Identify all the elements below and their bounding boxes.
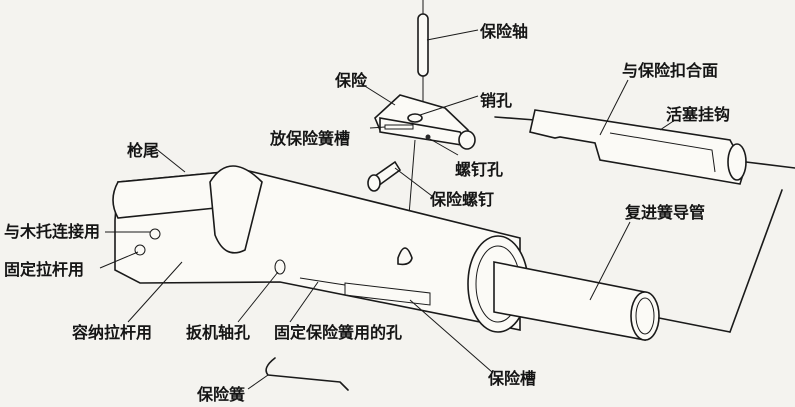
label-piston-hook: 活塞挂钩 bbox=[666, 105, 730, 124]
label-safety-mating-face: 与保险扣合面 bbox=[622, 61, 718, 80]
receiver-body bbox=[99, 147, 529, 373]
label-trigger-axis-hole: 扳机轴孔 bbox=[186, 323, 250, 342]
recoil-spring-guide-part bbox=[493, 189, 783, 341]
label-safety: 保险 bbox=[334, 71, 368, 90]
safety-spring-part bbox=[247, 357, 349, 391]
label-stock-connection: 与木托连接用 bbox=[4, 222, 100, 241]
label-safety-spring-slot: 放保险簧槽 bbox=[269, 129, 350, 148]
label-screw-hole: 螺钉孔 bbox=[455, 160, 503, 179]
safety-part bbox=[359, 82, 479, 291]
label-pull-rod-housing: 容纳拉杆用 bbox=[71, 323, 152, 342]
label-safety-axis: 保险轴 bbox=[479, 22, 528, 41]
label-gun-tail: 枪尾 bbox=[127, 141, 159, 160]
safety-screw-part bbox=[367, 160, 433, 197]
label-safety-groove: 保险槽 bbox=[487, 369, 536, 388]
label-recoil-spring-guide: 复进簧导管 bbox=[624, 203, 705, 222]
label-pull-rod-fixing: 固定拉杆用 bbox=[4, 260, 84, 279]
label-safety-screw: 保险螺钉 bbox=[429, 190, 494, 209]
label-spring-fixing-hole: 固定保险簧用的孔 bbox=[274, 323, 402, 342]
piston-hook-part bbox=[494, 79, 795, 185]
label-safety-spring: 保险簧 bbox=[196, 385, 245, 404]
safety-axis-part bbox=[417, 0, 479, 118]
label-pin-hole: 销孔 bbox=[480, 91, 512, 110]
